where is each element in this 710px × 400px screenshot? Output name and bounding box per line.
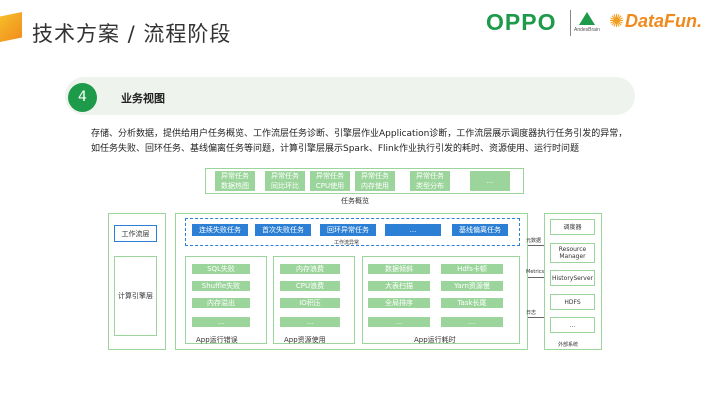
time-item-more: ... (441, 317, 503, 327)
error-item-shuffle: Shuffle失败 (192, 281, 250, 291)
overview-item-cpu: 异常任务 CPU使用 (310, 171, 350, 191)
workflow-item-loop: 回环异常任务 (320, 224, 376, 236)
datafun-sun-icon: ✺ (609, 11, 625, 32)
overview-item-line: 内存使用 (361, 182, 389, 190)
external-item-scheduler: 调度器 (550, 219, 595, 235)
main-panel (175, 213, 528, 350)
time-item-longtail: Task长尾 (441, 298, 503, 308)
time-item-hdfs: Hdfs卡顿 (441, 264, 503, 274)
error-item-sql: SQL失败 (192, 264, 250, 274)
resource-item-cpu: CPU浪费 (280, 281, 340, 291)
compute-layer-label: 计算引擎层 (114, 256, 157, 336)
arrow-line (528, 277, 544, 278)
overview-border (205, 168, 524, 194)
external-item-hdfs: HDFS (550, 294, 595, 310)
error-item-oom: 内存溢出 (192, 298, 250, 308)
external-item-resource-manager: Resource Manager (550, 243, 595, 263)
resource-item-memory: 内存浪费 (280, 264, 340, 274)
overview-item-heatmap: 异常任务 数据热图 (215, 171, 255, 191)
workflow-layer-label: 工作流层 (114, 225, 157, 242)
time-item-more: ... (368, 317, 430, 327)
oppo-logo: OPPO (486, 9, 557, 35)
overview-item-line: 同比环比 (271, 182, 299, 190)
title-accent-bar (0, 12, 22, 42)
arrow-label-metrics: Metrics (526, 269, 545, 275)
arrow-line (528, 317, 544, 318)
time-panel (362, 256, 520, 344)
overview-item-line: 异常任务 (271, 172, 299, 180)
external-item-historyserver: HistoryServer (550, 270, 595, 286)
arrow-label-metadata: 元数据 (526, 238, 542, 244)
overview-item-more: ... (470, 171, 510, 191)
error-panel (185, 256, 267, 344)
description-line-1: 存储、分析数据，提供给用户任务概览、工作流层任务诊断、引擎层作业Applicat… (91, 129, 628, 139)
time-label: App运行耗时 (414, 336, 456, 344)
overview-label: 任务概览 (341, 197, 369, 205)
section-number-badge: 4 (68, 83, 97, 112)
overview-item-line: CPU使用 (315, 182, 345, 190)
workflow-item-first-fail: 首次失败任务 (255, 224, 311, 236)
resource-item-io: IO积压 (280, 298, 340, 308)
andes-mountain-icon (579, 12, 595, 25)
overview-item-line: 类型分布 (416, 182, 444, 190)
arrow-label-logs: 日志 (526, 310, 537, 316)
time-item-scan: 大表扫描 (368, 281, 430, 291)
section-banner (65, 77, 635, 115)
error-item-more: ... (192, 317, 250, 327)
andesbrain-logo: AndesBrain (570, 10, 605, 36)
overview-panel: 异常任务 数据热图 异常任务 同比环比 异常任务 CPU使用 异常任务 内存使用… (205, 168, 524, 194)
overview-item-line: 数据热图 (221, 182, 249, 190)
workflow-panel (185, 218, 520, 246)
resource-label: App资源使用 (284, 336, 326, 344)
overview-item-line: 异常任务 (361, 172, 389, 180)
overview-item-line: 异常任务 (316, 172, 344, 180)
external-panel (544, 213, 602, 350)
workflow-label: 工作流异常 (334, 240, 360, 246)
datafun-logo: DataFun. (625, 11, 703, 31)
overview-item-yoy: 异常任务 同比环比 (265, 171, 305, 191)
overview-item-line: ... (486, 177, 494, 185)
andesbrain-logo-text: AndesBrain (574, 27, 600, 33)
section-title: 业务视图 (121, 92, 165, 105)
page-title: 技术方案 / 流程阶段 (32, 22, 232, 46)
overview-item-line: 异常任务 (221, 172, 249, 180)
time-item-yarn: Yarn资源慢 (441, 281, 503, 291)
external-label: 外部系统 (558, 342, 579, 348)
time-item-sort: 全局排序 (368, 298, 430, 308)
workflow-item-more: ... (385, 224, 441, 236)
description-line-2: 如任务失败、回环任务、基线偏离任务等问题，计算引擎层展示Spark、Flink作… (91, 144, 579, 154)
arrow-line (528, 245, 544, 246)
resource-item-more: ... (280, 317, 340, 327)
resource-panel (273, 256, 355, 344)
workflow-item-baseline: 基线偏离任务 (452, 224, 508, 236)
overview-item-memory: 异常任务 内存使用 (355, 171, 395, 191)
workflow-item-consecutive-fail: 连续失败任务 (192, 224, 248, 236)
error-label: App运行错误 (196, 336, 238, 344)
external-item-more: ... (550, 317, 595, 333)
overview-item-line: 异常任务 (416, 172, 444, 180)
overview-item-type: 异常任务 类型分布 (410, 171, 450, 191)
time-item-skew: 数据倾斜 (368, 264, 430, 274)
left-layer-panel (108, 213, 166, 350)
